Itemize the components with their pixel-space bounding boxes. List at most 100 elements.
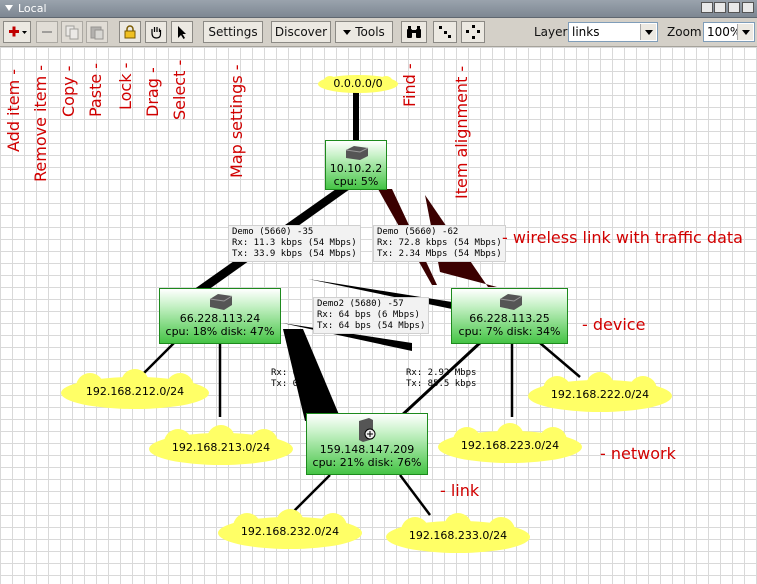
tools-button[interactable]: Tools <box>335 21 393 43</box>
device-node[interactable]: 66.228.113.25 cpu: 7% disk: 34% <box>451 288 568 344</box>
find-button[interactable] <box>401 21 427 43</box>
annotation-add-item: Add item - <box>4 68 23 152</box>
annotation-link: - link <box>440 481 480 500</box>
annotation-lock: Lock - <box>116 62 135 110</box>
network-cloud[interactable]: 192.168.232.0/24 <box>212 509 368 553</box>
drag-button[interactable] <box>145 21 167 43</box>
device-node[interactable]: 159.148.147.209 cpu: 21% disk: 76% <box>306 413 428 475</box>
copy-icon <box>65 25 79 40</box>
link-traffic-label: Rx: 0 bps Tx: 0 bps <box>271 368 320 389</box>
annotation-select: Select - <box>170 59 189 120</box>
annotation-item-alignment: Item alignment - <box>452 65 471 199</box>
device-stats: cpu: 7% disk: 34% <box>458 325 561 338</box>
cloud-icon <box>438 423 582 463</box>
plus-icon <box>9 26 27 37</box>
cloud-icon <box>386 513 530 553</box>
window-title: Local <box>18 2 47 15</box>
network-label: 192.168.223.0/24 <box>460 439 560 452</box>
annotation-find: Find - <box>400 63 419 107</box>
network-cloud[interactable]: 192.168.233.0/24 <box>380 513 536 557</box>
hand-icon <box>151 27 162 39</box>
cursor-icon <box>178 26 186 39</box>
lock-button[interactable] <box>119 21 141 43</box>
network-cloud[interactable]: 192.168.222.0/24 <box>522 372 678 416</box>
device-name: 10.10.2.2 <box>329 162 383 175</box>
remove-item-button[interactable] <box>36 21 58 43</box>
network-label: 192.168.222.0/24 <box>550 388 650 401</box>
copy-button[interactable] <box>61 21 83 43</box>
cascade-icon[interactable] <box>714 2 726 13</box>
device-name: 66.228.113.24 <box>179 312 261 325</box>
router-icon <box>209 294 233 310</box>
network-label: 0.0.0.0/0 <box>333 77 383 90</box>
device-stats: cpu: 21% disk: 76% <box>312 456 422 469</box>
link-line[interactable] <box>399 474 431 516</box>
network-label: 192.168.232.0/24 <box>240 525 340 538</box>
link-traffic-label: Demo2 (5680) -57 Rx: 64 bps (6 Mbps) Tx:… <box>313 297 430 334</box>
server-icon <box>359 418 376 442</box>
link-line[interactable] <box>539 342 581 378</box>
paste-icon <box>90 26 104 40</box>
paste-button[interactable] <box>86 21 108 43</box>
link-traffic-label: Rx: 2.92 Mbps Tx: 85.5 kbps <box>406 368 477 389</box>
network-label: 192.168.233.0/24 <box>408 529 508 542</box>
lock-icon <box>124 25 136 39</box>
link-traffic-label: Demo (5660) -35 Rx: 11.3 kbps (54 Mbps) … <box>228 225 361 262</box>
settings-button[interactable]: Settings <box>203 21 263 43</box>
network-label: 192.168.213.0/24 <box>171 441 271 454</box>
annotation-paste: Paste - <box>86 62 105 117</box>
device-node[interactable]: 66.228.113.24 cpu: 18% disk: 47% <box>159 288 281 344</box>
network-cloud[interactable]: 192.168.223.0/24 <box>432 423 588 467</box>
cloud-icon <box>528 372 672 412</box>
restore-icon[interactable] <box>742 2 754 13</box>
tile-icon[interactable] <box>701 2 713 13</box>
device-stats: cpu: 5% <box>333 175 379 188</box>
wireless-link[interactable] <box>425 195 497 287</box>
cloud-icon <box>218 509 362 549</box>
cloud-icon <box>149 425 293 465</box>
device-stats: cpu: 18% disk: 47% <box>165 325 275 338</box>
discover-button[interactable]: Discover <box>271 21 331 43</box>
binoculars-icon <box>407 26 421 38</box>
network-cloud[interactable]: 0.0.0.0/0 <box>316 73 400 95</box>
dots-circle-icon <box>466 25 480 39</box>
network-cloud[interactable]: 192.168.213.0/24 <box>143 425 299 469</box>
cloud-icon <box>61 369 209 409</box>
link-traffic-label: Demo (5660) -62 Rx: 72.8 kbps (54 Mbps) … <box>373 225 506 262</box>
maximize-icon[interactable] <box>728 2 740 13</box>
add-item-button[interactable] <box>3 21 31 43</box>
collapse-triangle-icon[interactable] <box>5 5 13 11</box>
zoom-select[interactable]: 100% <box>703 22 755 42</box>
wireless-link[interactable] <box>283 329 340 421</box>
layer-select-value: links <box>572 25 600 39</box>
align-circle-button[interactable] <box>461 21 485 43</box>
network-label: 192.168.212.0/24 <box>85 385 185 398</box>
chevron-down-icon[interactable] <box>640 24 656 40</box>
dots-diagonal-icon <box>439 26 451 38</box>
router-icon <box>345 146 369 160</box>
tools-dropdown-icon <box>343 29 352 35</box>
select-button[interactable] <box>171 21 193 43</box>
router-icon <box>499 294 522 310</box>
link-line[interactable] <box>289 474 331 516</box>
map-canvas[interactable]: 0.0.0.0/0 192.168.212.0/24 192.168.213.0… <box>0 47 757 584</box>
device-name: 66.228.113.25 <box>469 312 550 325</box>
zoom-label: Zoom: <box>667 25 706 39</box>
annotation-map-settings: Map settings - <box>227 64 246 178</box>
device-node[interactable]: 10.10.2.2 cpu: 5% <box>325 140 387 190</box>
link-line[interactable] <box>398 339 484 419</box>
cloud-icon <box>318 75 398 93</box>
chevron-down-icon[interactable] <box>737 24 753 40</box>
layer-label: Layer: <box>534 25 572 39</box>
network-cloud[interactable]: 192.168.212.0/24 <box>55 369 215 413</box>
annotation-wireless-link: - wireless link with traffic data <box>502 228 743 247</box>
map-toolbar: Settings Discover Tools Layer: links Zoo… <box>0 18 757 47</box>
layer-select[interactable]: links <box>568 22 658 42</box>
annotation-remove-item: Remove item - <box>31 64 50 182</box>
window-titlebar: Local <box>0 0 757 18</box>
annotation-drag: Drag - <box>143 67 162 117</box>
align-diagonal-button[interactable] <box>433 21 457 43</box>
annotation-device: - device <box>582 315 646 334</box>
device-name: 159.148.147.209 <box>319 443 415 456</box>
tools-label: Tools <box>355 25 385 39</box>
